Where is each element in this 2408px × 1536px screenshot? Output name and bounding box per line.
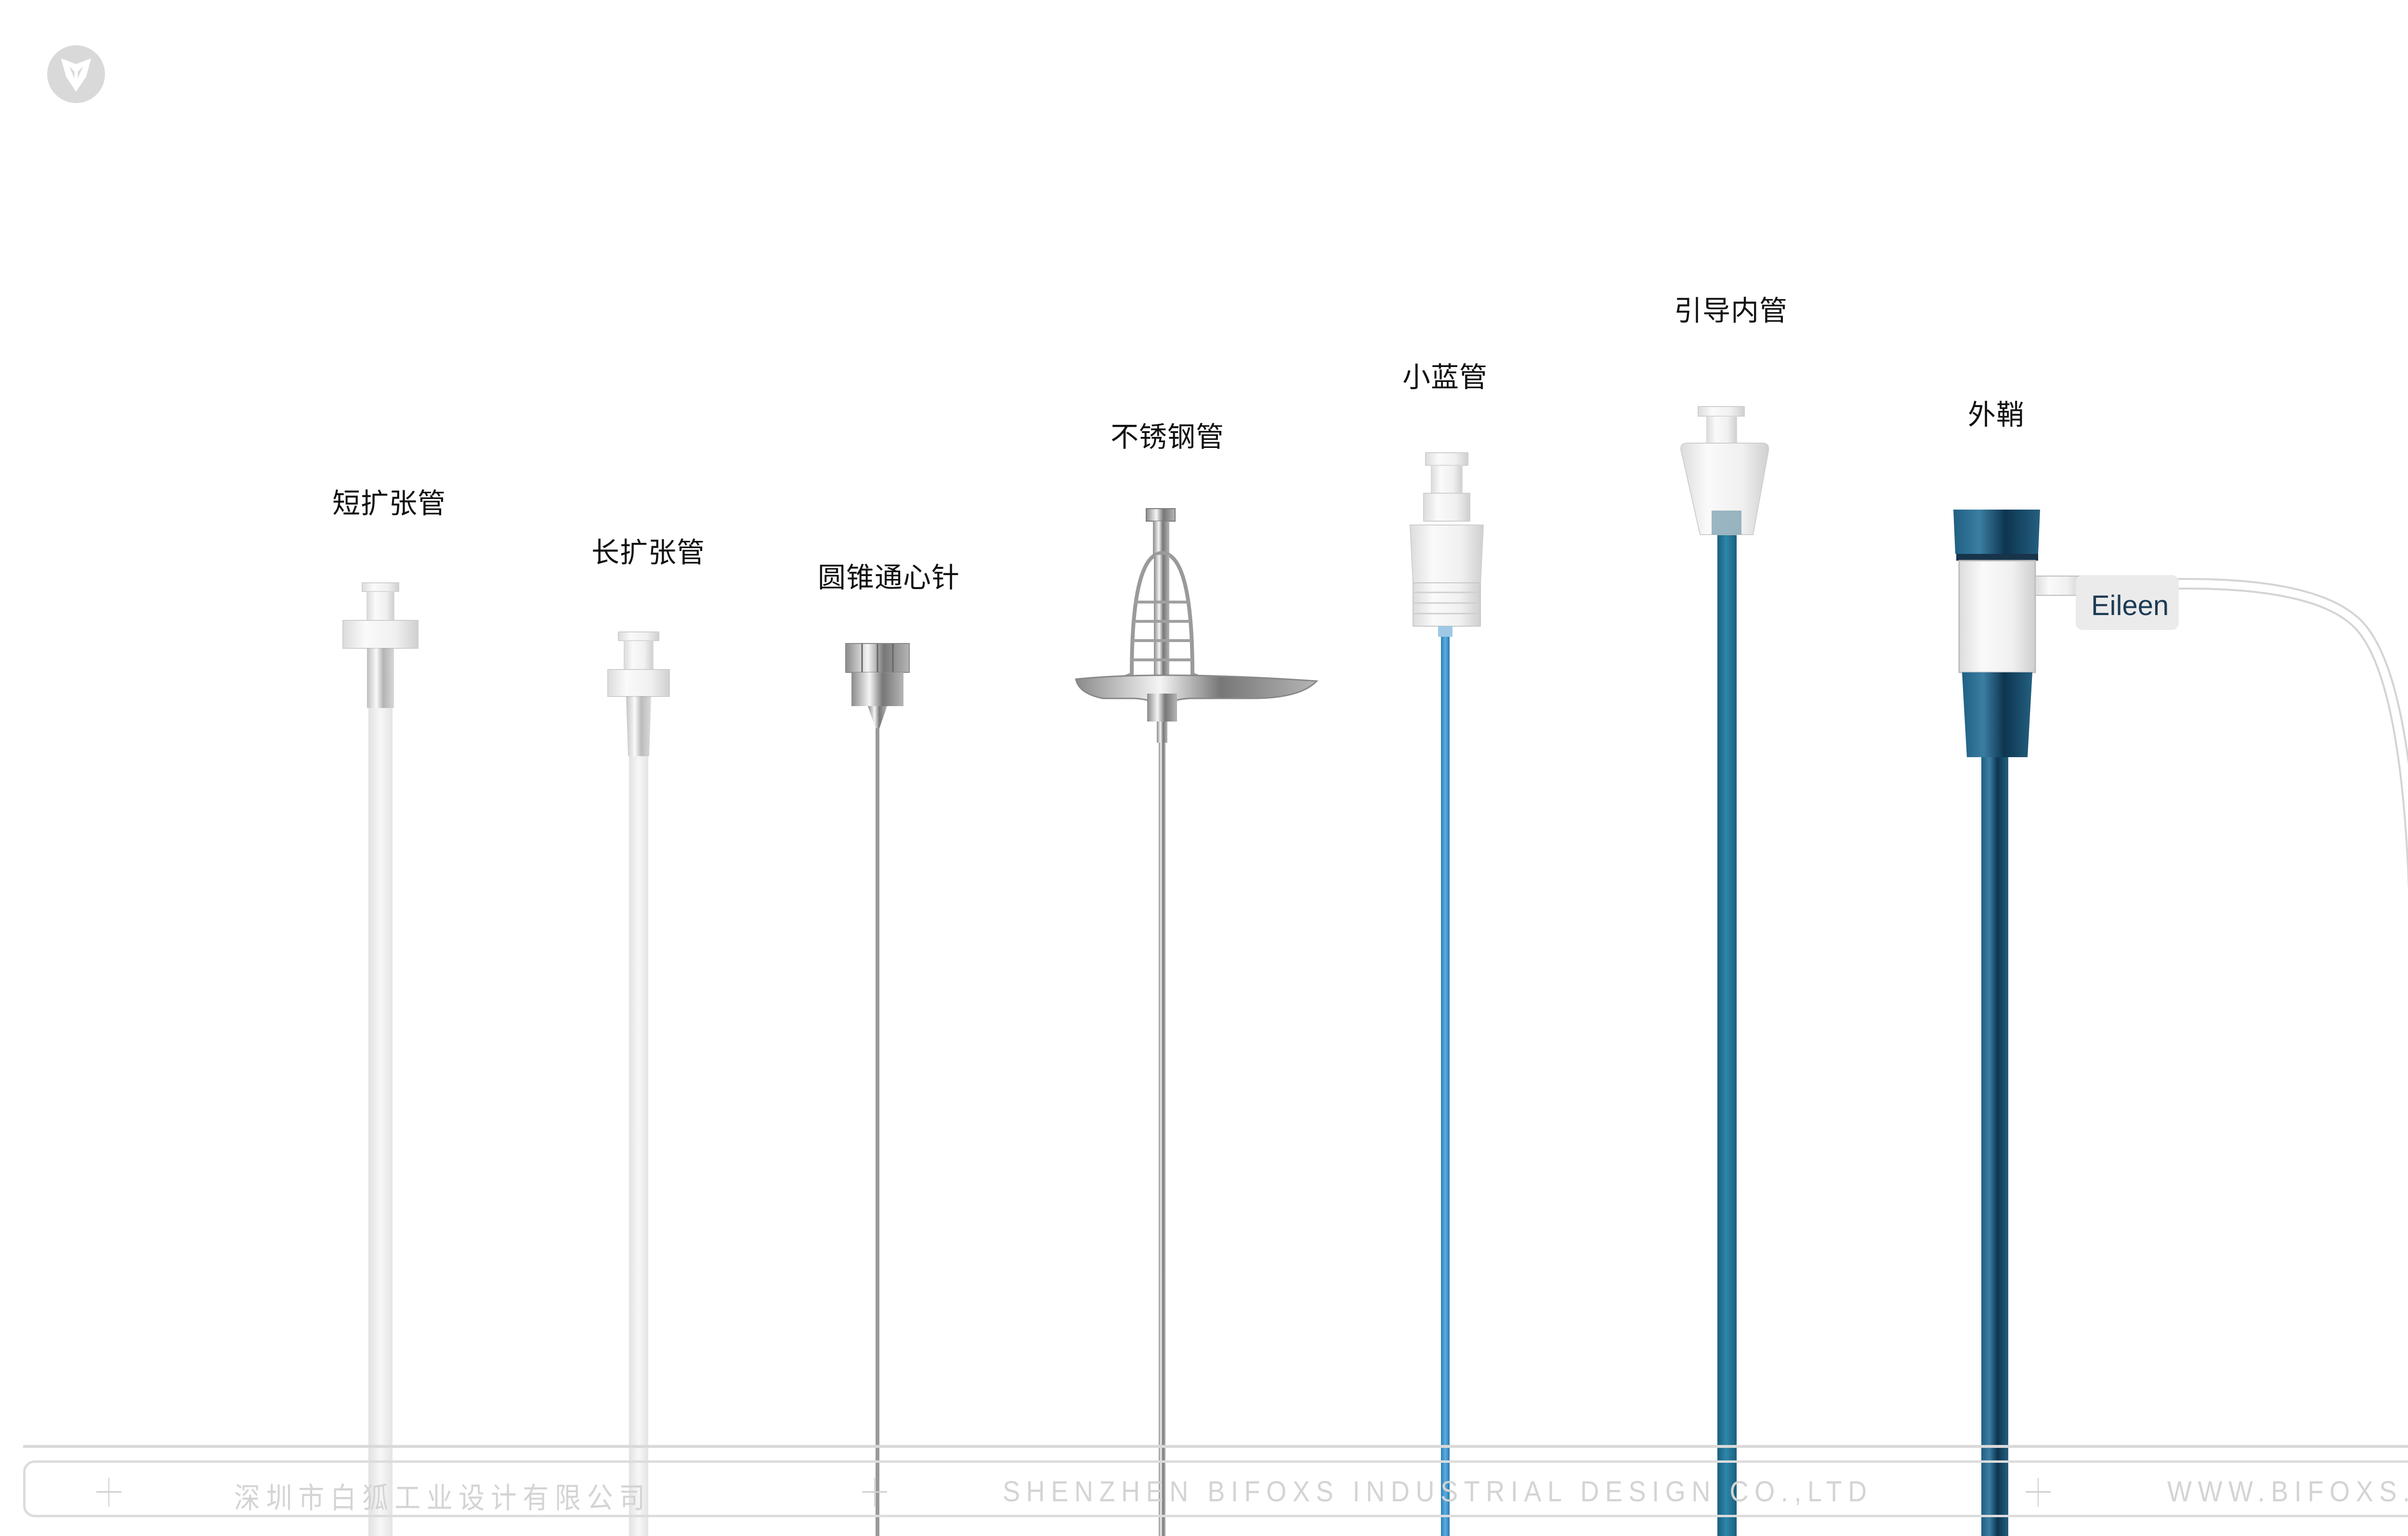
small-blue-tube [1409, 452, 1484, 1536]
footer-company-cn: 深圳市白狐工业设计有限公司 [234, 1482, 651, 1514]
plus-mark-icon [2026, 1478, 2051, 1507]
stopcock-valve [2396, 1195, 2408, 1357]
company-logo [47, 45, 105, 103]
product-label-outer-sheath: 外鞘 [1968, 398, 2025, 431]
plus-mark-icon [862, 1478, 887, 1507]
long-dilator [607, 631, 670, 1536]
fox-head-logo-icon [61, 58, 92, 92]
footer-website-link[interactable]: WWW.BIFOXS.COM [2167, 1475, 2408, 1508]
footer-company-en: SHENZHEN BIFOXS INDUSTRIAL DESIGN CO.,LT… [1003, 1475, 1873, 1508]
cone-stylet [845, 643, 910, 1536]
short-dilator [342, 582, 419, 1536]
product-label-guide-inner-tube: 引导内管 [1674, 294, 1788, 327]
product-label-long-dilator: 长扩张管 [591, 536, 706, 569]
stainless-tube [1075, 508, 1319, 1536]
product-label-stainless-tube: 不锈钢管 [1111, 420, 1225, 453]
sheath-name-tag: Eileen [2091, 590, 2169, 621]
footer-divider [23, 1445, 2408, 1448]
guide-inner-tube [1680, 406, 1769, 1536]
product-label-short-dilator: 短扩张管 [332, 487, 446, 520]
plus-mark-icon [96, 1478, 121, 1507]
product-label-small-blue-tube: 小蓝管 [1402, 361, 1488, 394]
outer-sheath [1953, 510, 2408, 1536]
product-label-cone-stylet: 圆锥通心针 [818, 561, 960, 594]
footer-bar [23, 1460, 2408, 1517]
